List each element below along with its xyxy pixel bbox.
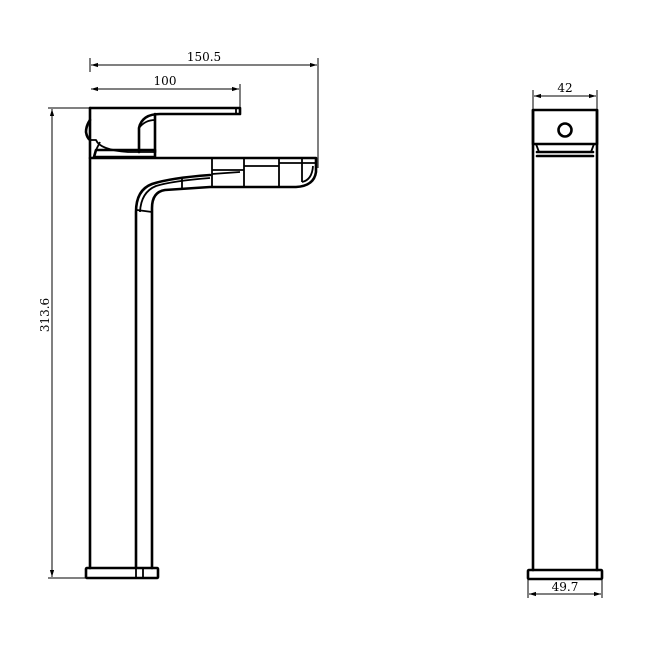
side-view: 42 49.7 (526, 81, 604, 598)
dimension-label-overall-width: 150.5 (187, 50, 221, 64)
base-plate (84, 566, 160, 580)
lever-hole-icon (557, 122, 573, 138)
dimension-label-top-width: 42 (557, 81, 572, 95)
dimension-label-lever-length: 100 (154, 74, 177, 88)
side-body (531, 108, 599, 572)
dimension-base-width: 49.7 (527, 579, 603, 598)
dimension-label-base-width: 49.7 (552, 580, 579, 594)
dimension-overall-height: 313.6 (38, 107, 92, 579)
dimension-lever-length: 100 (91, 74, 241, 110)
side-head (531, 108, 599, 158)
body-outline (88, 106, 318, 570)
dimension-overall-width: 150.5 (89, 50, 319, 168)
dimension-top-width: 42 (532, 81, 598, 112)
side-base-plate (526, 568, 604, 581)
dimension-label-overall-height: 313.6 (38, 298, 52, 332)
lever-handle (84, 106, 242, 159)
front-view: 150.5 100 313.6 (38, 50, 319, 580)
